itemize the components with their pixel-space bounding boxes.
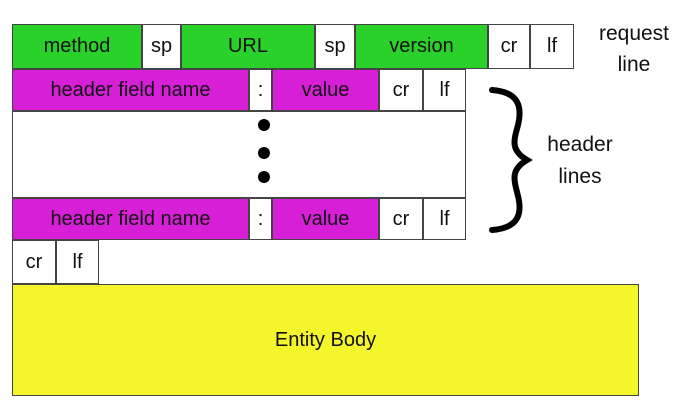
- header1-colon: :: [249, 69, 272, 111]
- blank-line-lf: lf: [56, 240, 99, 284]
- request-line-label-line1: request: [598, 22, 670, 45]
- entity-body: Entity Body: [12, 284, 639, 396]
- request-method-field: method: [12, 24, 142, 69]
- request-line-label-line2: line: [617, 53, 651, 76]
- header2-colon: :: [249, 198, 272, 240]
- header1-field-name: header field name: [12, 69, 249, 111]
- request-cr-field: cr: [488, 24, 530, 69]
- request-url-field: URL: [181, 24, 315, 69]
- header-lines-label-line1: header: [547, 133, 613, 156]
- header2-lf: lf: [423, 198, 466, 240]
- header1-value: value: [272, 69, 379, 111]
- request-sp-field-2: sp: [315, 24, 355, 69]
- request-lf-field: lf: [530, 24, 574, 69]
- header2-field-name: header field name: [12, 198, 249, 240]
- header1-lf: lf: [423, 69, 466, 111]
- blank-line-cr: cr: [12, 240, 56, 284]
- ellipsis-dots-icon: [254, 112, 274, 199]
- request-sp-field-1: sp: [142, 24, 181, 69]
- header2-value: value: [272, 198, 379, 240]
- header-continuation-block: [12, 111, 466, 198]
- request-version-field: version: [355, 24, 488, 69]
- header-lines-label-line2: lines: [558, 165, 602, 188]
- header1-cr: cr: [379, 69, 423, 111]
- header2-cr: cr: [379, 198, 423, 240]
